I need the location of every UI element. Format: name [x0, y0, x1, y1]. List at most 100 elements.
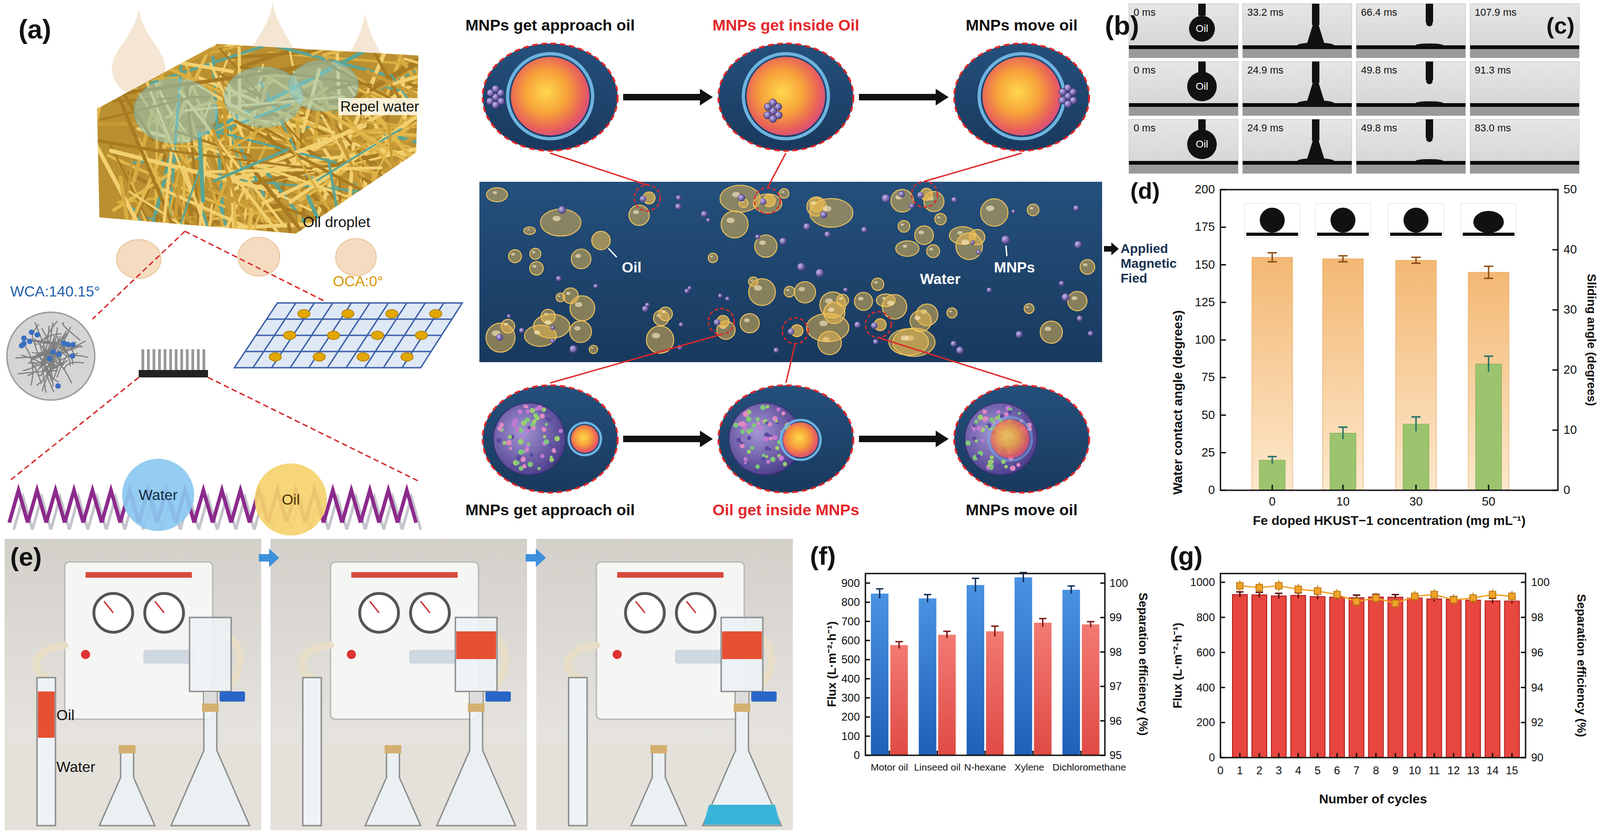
stopper	[384, 744, 402, 754]
category-label: Linseed oil	[913, 761, 961, 773]
needle	[1425, 3, 1434, 23]
tick	[1220, 651, 1226, 653]
flask	[702, 709, 782, 826]
axis-title: Sliding angle (degrees)	[1584, 273, 1599, 406]
oil-droplet	[809, 198, 853, 227]
axis-title: Fe doped HKUST−1 concentration (mg mL⁻¹)	[1252, 513, 1526, 528]
panel	[674, 649, 726, 664]
mnp	[491, 101, 500, 109]
tick	[1415, 484, 1417, 491]
wca-bar	[1251, 257, 1293, 491]
droplet-shine	[532, 264, 537, 268]
tick-label: 6	[1334, 763, 1341, 777]
sphere-speckle	[558, 428, 563, 433]
chain-purple	[101, 490, 121, 523]
fiber-curve	[31, 352, 40, 359]
fiber	[176, 36, 343, 50]
flux-bar	[1290, 594, 1306, 758]
sphere-speckle	[766, 404, 770, 409]
oil-dot	[401, 352, 414, 362]
fiber	[223, 42, 376, 49]
tick	[1433, 752, 1435, 758]
sphere-speckle	[514, 427, 520, 433]
fiber	[231, 0, 387, 49]
chain-purple	[46, 490, 65, 523]
tick-label: 300	[841, 691, 860, 705]
oil-droplet	[1027, 203, 1039, 216]
error-bar	[1239, 591, 1241, 597]
axis-title: Flux (L·m⁻²·h⁻¹)	[1170, 622, 1185, 709]
oil-dot	[371, 331, 384, 340]
droplet-shine	[533, 330, 541, 335]
sphere-speckle	[537, 466, 541, 470]
pillar	[191, 349, 195, 370]
sphere-speckle	[525, 408, 531, 414]
sphere-speckle	[996, 464, 1002, 469]
sphere-speckle	[975, 453, 981, 459]
error-cap	[991, 625, 999, 627]
sphere-speckle	[520, 456, 527, 462]
tick	[865, 696, 871, 699]
oil-tip	[1426, 19, 1433, 27]
zoom-art	[716, 383, 856, 495]
substrate-shadow	[1470, 49, 1580, 58]
flux-bar	[1504, 600, 1520, 758]
efficiency-bar	[986, 631, 1004, 755]
mnp	[684, 288, 690, 294]
zoom-view: MNPs get inside Oil	[716, 41, 856, 153]
inset-drop	[1403, 207, 1429, 233]
sphere-speckle	[766, 459, 771, 464]
time-stamp: 24.9 ms	[1247, 64, 1284, 76]
flux-bar	[1348, 597, 1364, 758]
oil-tip	[1426, 77, 1433, 85]
sphere-speckle	[541, 427, 545, 431]
sphere-speckle	[974, 439, 978, 442]
sphere-speckle	[761, 456, 766, 461]
inset-surface	[1462, 232, 1515, 236]
zoom-heading: MNPs get approach oil	[465, 16, 636, 35]
flask	[631, 751, 687, 826]
flux-bar	[1485, 600, 1501, 758]
mnp	[909, 202, 915, 209]
oil-droplet	[501, 319, 515, 333]
oil-drop	[746, 56, 826, 136]
tick-label: 800	[1196, 610, 1215, 624]
tick	[1552, 429, 1558, 431]
droplet-shine	[1044, 326, 1052, 332]
tick	[1297, 752, 1300, 758]
flux-bar	[1387, 596, 1403, 758]
mnp	[769, 98, 777, 107]
sphere-speckle	[765, 421, 768, 425]
tick-label: 10	[1563, 422, 1577, 437]
axis-title: Flux (L·m⁻²·h⁻¹)	[825, 620, 840, 707]
sphere-speckle	[750, 445, 755, 450]
sphere-speckle	[515, 460, 520, 465]
error-cap	[895, 640, 903, 643]
tick-label: 94	[1531, 680, 1544, 694]
inset-drop	[1330, 207, 1356, 233]
tick	[865, 754, 871, 756]
tick	[1239, 752, 1241, 758]
sphere-speckle	[1010, 465, 1016, 471]
video-frame	[1128, 119, 1239, 174]
oil-droplet	[895, 240, 920, 257]
tick-label: 50	[1201, 408, 1215, 423]
droplet-shine	[574, 325, 581, 331]
efficiency-marker	[1411, 592, 1418, 600]
tick-label: 900	[841, 576, 860, 590]
tick	[1552, 309, 1558, 311]
tick	[865, 677, 871, 680]
tube	[36, 644, 65, 678]
tick-label: 75	[1201, 370, 1215, 385]
fiber-ball	[6, 312, 95, 400]
oil-droplet	[740, 313, 760, 333]
mnp	[1073, 205, 1079, 211]
tick-label: 2	[1256, 763, 1263, 777]
chain-purple	[231, 490, 250, 523]
pump-sign	[351, 571, 458, 578]
inset-surface	[1317, 232, 1369, 236]
tick-label: 12	[1447, 763, 1460, 777]
tick-label: 800	[841, 595, 860, 609]
sphere-speckle	[767, 421, 773, 427]
droplet-shine	[492, 190, 497, 194]
